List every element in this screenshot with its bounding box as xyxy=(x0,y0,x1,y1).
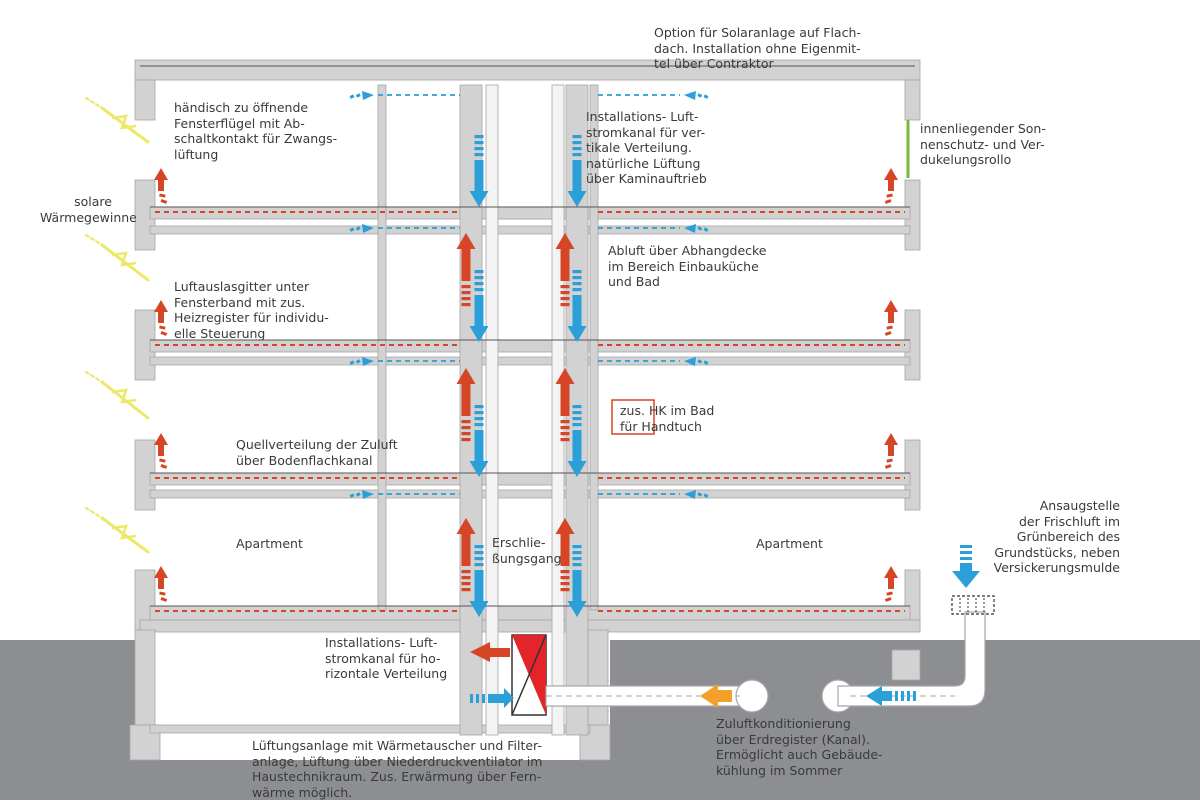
label-fresh-air-intake: Ansaugstelle der Frischluft im Grünberei… xyxy=(993,498,1120,575)
label-sun-blind: innenliegender Son- nenschutz- und Ver- … xyxy=(920,121,1046,167)
label-ventilation-unit: Lüftungsanlage mit Wärmetauscher und Fil… xyxy=(252,738,543,800)
intake-dash-marks xyxy=(959,598,985,612)
bath-heater-box xyxy=(611,399,655,435)
ceiling-exhaust-arrows xyxy=(349,91,709,499)
ceiling-exhaust-lines xyxy=(378,94,680,495)
label-horizontal-duct: Installations- Luft- stromkanal für ho- … xyxy=(325,635,448,681)
label-exhaust-ceiling: Abluft über Abhangdecke im Bereich Einba… xyxy=(608,243,767,289)
solar-gain-rays xyxy=(84,96,150,554)
label-apartment-left: Apartment xyxy=(236,536,303,551)
label-corridor: Erschlie- ßungsgang xyxy=(492,535,562,566)
label-earth-register: Zuluftkonditionierung über Erdregister (… xyxy=(716,716,883,778)
ventilation-unit xyxy=(511,634,547,716)
label-vertical-duct: Installations- Luft- stromkanal für ver-… xyxy=(586,109,707,186)
label-source-distribution: Quellverteilung der Zuluft über Bodenfla… xyxy=(236,437,398,468)
ground xyxy=(0,640,135,800)
label-window-sash: händisch zu öffnende Fensterflügel mit A… xyxy=(174,100,338,162)
unit-intake-arrow xyxy=(470,688,514,708)
ground-right xyxy=(610,640,1200,800)
label-solar-gain: solare Wärmegewinne xyxy=(40,194,137,225)
label-apartment-right: Apartment xyxy=(756,536,823,551)
unit-supply-arrow xyxy=(470,642,510,662)
label-bath-heater: zus. HK im Bad für Handtuch xyxy=(620,403,715,434)
fresh-air-duct-arrow xyxy=(866,686,916,706)
sun-ray-zigzags xyxy=(111,114,137,540)
slab-lines xyxy=(140,65,915,607)
fresh-air-intake-arrow xyxy=(952,545,980,588)
preconditioned-air-arrow xyxy=(700,684,732,708)
floor-supply-lines xyxy=(155,211,905,612)
label-outlet-grille: Luftauslasgitter unter Fensterband mit z… xyxy=(174,279,329,341)
ground-under-building xyxy=(135,760,610,800)
label-solar-option: Option für Solaranlage auf Flach- dach. … xyxy=(654,25,861,71)
